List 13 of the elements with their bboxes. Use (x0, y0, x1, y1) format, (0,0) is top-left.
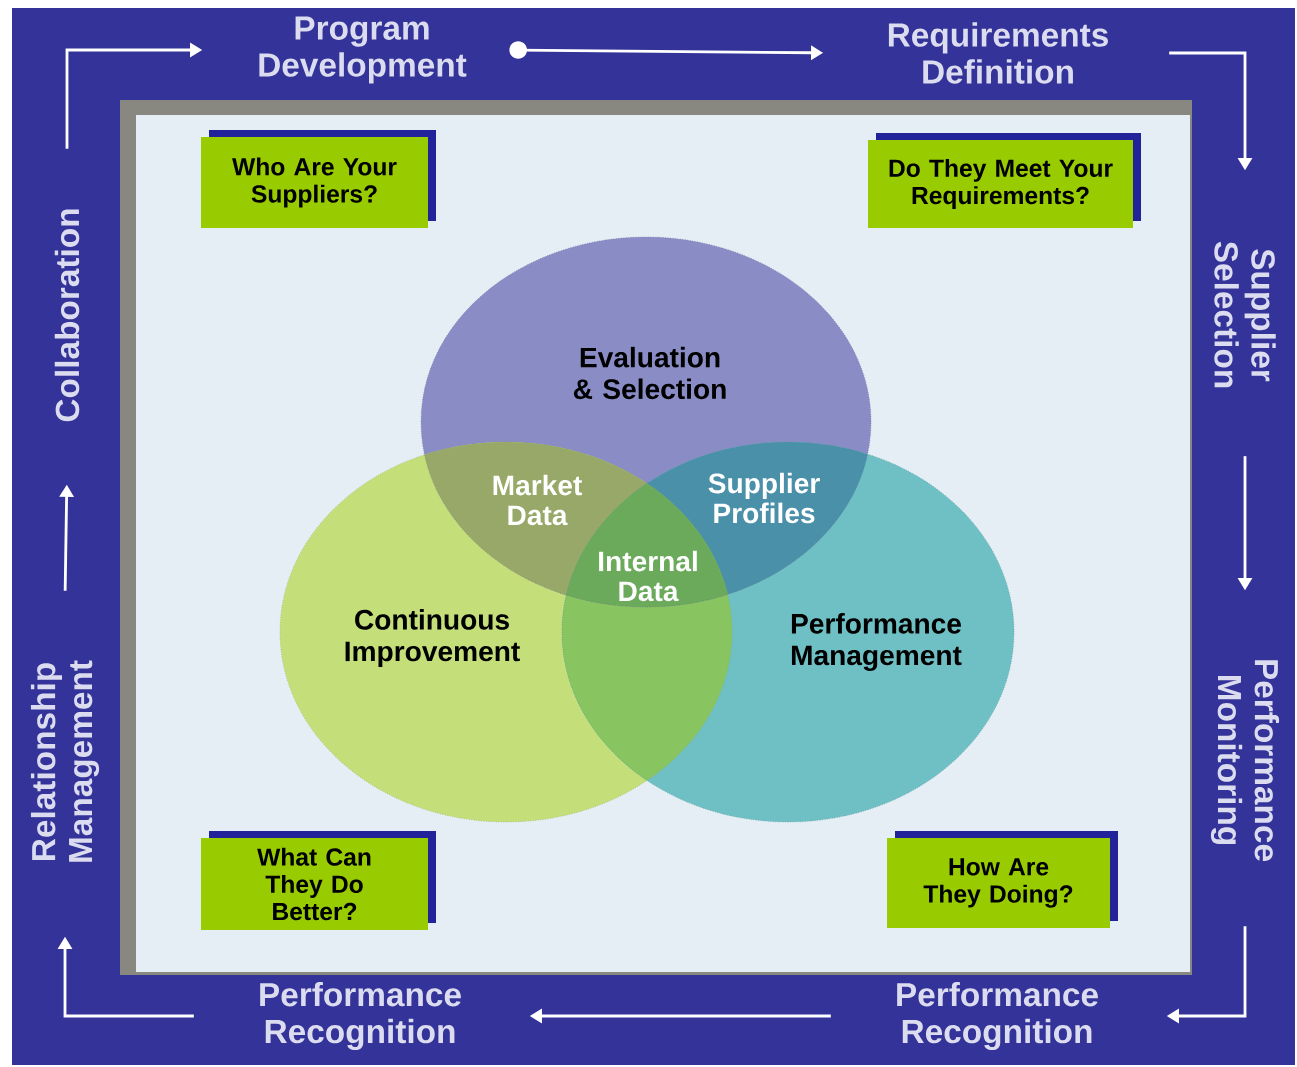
question-box: How Are They Doing? (887, 831, 1118, 928)
question-box: Do They Meet Your Requirements? (868, 133, 1141, 228)
stage-label: Program Development (259, 16, 467, 84)
stage-label: Performance Monitoring (1210, 660, 1280, 861)
question-box: Who Are Your Suppliers? (201, 130, 436, 228)
stage-label: Performance Recognition (897, 981, 1098, 1051)
stage-label: Performance Recognition (260, 981, 461, 1051)
stage-label: Collaboration (54, 209, 80, 422)
overlap-label: Internal Data (599, 550, 697, 602)
stage-label: Relationship Management (30, 660, 100, 862)
question-box: What Can They Do Better? (201, 831, 436, 930)
stage-label: Supplier Selection (1214, 241, 1276, 388)
stage-label: Requirements Definition (888, 22, 1108, 84)
